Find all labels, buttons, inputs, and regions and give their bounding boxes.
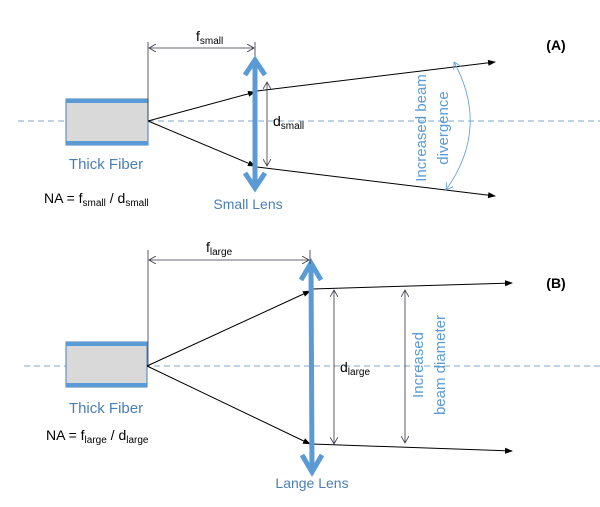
- ray: [147, 120, 256, 167]
- ray: [146, 290, 311, 367]
- d-small-label: dsmall: [273, 113, 304, 132]
- lens-label: Small Lens: [213, 196, 282, 212]
- ray: [146, 365, 311, 445]
- small-lens: [242, 55, 268, 193]
- fiber-label: Thick Fiber: [69, 156, 143, 173]
- ray: [311, 280, 513, 290]
- ray: [147, 90, 256, 122]
- divergence-arc: [446, 62, 471, 190]
- large-lens: [298, 258, 325, 477]
- panel-tag: (B): [546, 275, 565, 291]
- na-formula: NA = fsmall / dsmall: [44, 190, 149, 209]
- d-large-label: dlarge: [340, 359, 370, 378]
- diameter-annotation-line2: beam diameter: [432, 315, 449, 415]
- lens-label: Lange Lens: [275, 475, 348, 491]
- ray: [311, 443, 513, 454]
- diameter-annotation-line1: Increased: [410, 332, 427, 398]
- panel-a: fsmall dsmall Increased beam divergence …: [18, 28, 600, 212]
- divergence-annotation-line2: divergence: [435, 91, 452, 164]
- na-formula: NA = flarge / dlarge: [46, 427, 149, 446]
- fiber: [65, 341, 148, 388]
- divergence-annotation-line1: Increased beam: [413, 74, 430, 182]
- fiber: [65, 98, 149, 146]
- ray: [256, 59, 496, 92]
- panel-tag: (A): [546, 37, 565, 53]
- f-large-label: flarge: [206, 239, 233, 258]
- f-small-label: fsmall: [196, 28, 223, 47]
- fiber-label: Thick Fiber: [69, 400, 143, 417]
- panel-b: flarge dlarge Increased beam diameter Th…: [24, 239, 600, 491]
- ray: [256, 166, 496, 199]
